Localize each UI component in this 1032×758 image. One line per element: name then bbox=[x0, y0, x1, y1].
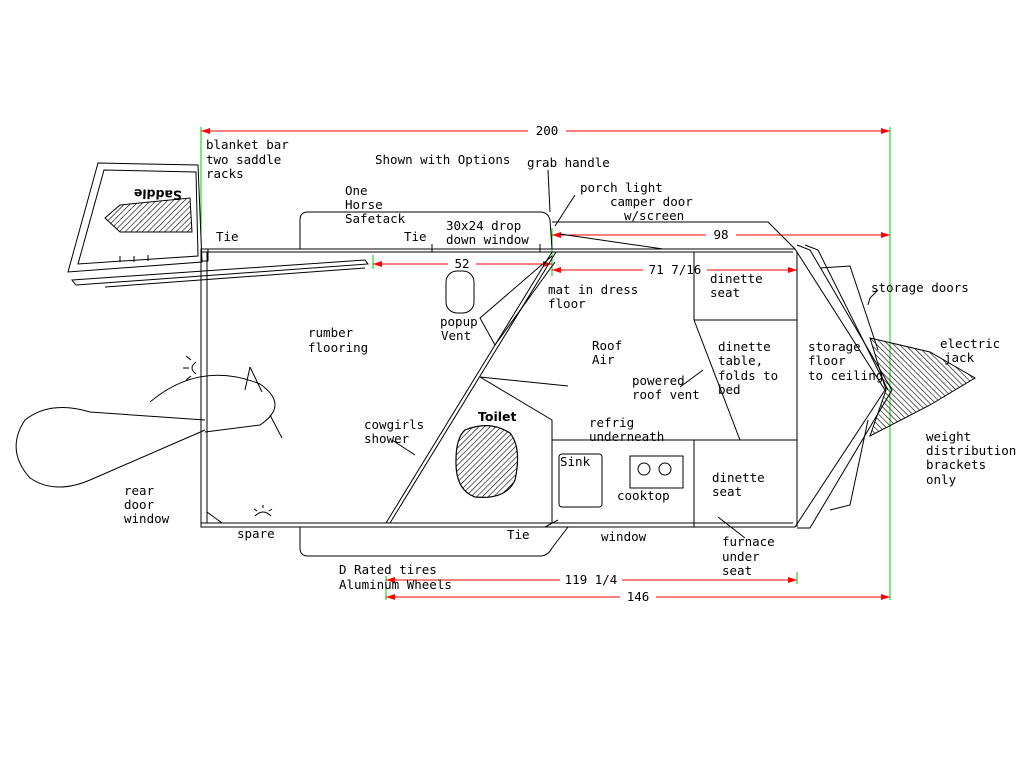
label-sink: Sink bbox=[560, 454, 591, 469]
label-popup-vent: popup Vent bbox=[440, 314, 485, 343]
label-storage-doors: storage doors bbox=[871, 280, 969, 295]
saddle-rack bbox=[67, 162, 203, 273]
dim-tack-section: 52 bbox=[454, 256, 469, 271]
toilet-icon bbox=[455, 425, 519, 498]
label-weight-distribution: weight distribution brackets only bbox=[926, 429, 1024, 487]
label-storage-floor: storage floor to ceiling bbox=[808, 339, 883, 383]
label-shown-with-options: Shown with Options bbox=[375, 152, 510, 167]
label-dinette-seat-top: dinette seat bbox=[710, 271, 770, 300]
label-cowgirls-shower: cowgirls shower bbox=[364, 417, 432, 446]
label-camper-door: camper door w/screen bbox=[610, 194, 700, 223]
dim-living-section: 71 7/16 bbox=[649, 262, 702, 277]
label-tie-bottom: Tie bbox=[507, 527, 530, 542]
label-tires: D Rated tires Aluminum Wheels bbox=[339, 562, 452, 592]
label-rear-door-window: rear door window bbox=[124, 483, 170, 526]
dim-front-section: 98 bbox=[713, 227, 728, 242]
shower-wall bbox=[385, 251, 553, 524]
labels: blanket bar two saddle racks Saddle Show… bbox=[124, 137, 1024, 592]
label-tie-top: Tie bbox=[404, 229, 427, 244]
label-powered-roof-vent: powered roof vent bbox=[632, 373, 700, 402]
spare-light-icon bbox=[253, 505, 273, 517]
leader-lines bbox=[391, 169, 879, 539]
dim-bottom-inner: 119 1/4 bbox=[565, 572, 618, 587]
label-saddle: Saddle bbox=[134, 186, 183, 203]
label-tie-left: Tie bbox=[216, 229, 239, 244]
dim-overall: 200 bbox=[536, 123, 559, 138]
sink-icon bbox=[558, 453, 603, 508]
dimension-lines: 200 98 52 71 7/16 119 1/4 146 bbox=[201, 123, 890, 604]
bathroom-wall bbox=[479, 376, 553, 523]
label-electric-jack: electric jack bbox=[940, 336, 1008, 365]
trailer-body bbox=[15, 162, 976, 557]
popup-vent-icon bbox=[445, 270, 475, 314]
trailer-outline bbox=[200, 248, 886, 528]
rear-light-icon bbox=[183, 355, 197, 381]
label-cooktop: cooktop bbox=[617, 488, 670, 503]
tack-bumpout-bottom bbox=[299, 526, 569, 557]
storage-door-top bbox=[819, 265, 879, 351]
label-furnace: furnace under seat bbox=[722, 534, 782, 578]
label-one-horse: One Horse Safetack bbox=[345, 183, 406, 226]
storage-door-bottom bbox=[829, 419, 869, 511]
label-dinette-table: dinette table, folds to bed bbox=[718, 339, 786, 397]
label-drop-window: 30x24 drop down window bbox=[446, 218, 529, 247]
rear-door-swing bbox=[15, 407, 206, 488]
label-porch-light: porch light bbox=[580, 180, 663, 195]
label-mat-in-dress: mat in dress floor bbox=[548, 282, 646, 311]
label-window: window bbox=[601, 529, 647, 544]
saddle-icon bbox=[104, 197, 193, 233]
label-blanket-bar: blanket bar two saddle racks bbox=[206, 137, 296, 181]
label-dinette-seat-bottom: dinette seat bbox=[712, 470, 772, 499]
cooktop-icon bbox=[629, 455, 684, 489]
label-refrig: refrig underneath bbox=[589, 415, 664, 444]
label-grab-handle: grab handle bbox=[527, 155, 610, 170]
electric-jack-icon bbox=[869, 337, 976, 438]
tack-bumpout-top bbox=[299, 211, 553, 250]
label-spare: spare bbox=[237, 526, 275, 541]
dim-bottom-overall: 146 bbox=[627, 589, 650, 604]
extension-lines bbox=[200, 127, 891, 600]
label-rumber-flooring: rumber flooring bbox=[308, 325, 368, 355]
label-toilet: Toilet bbox=[478, 409, 517, 424]
label-roof-air: Roof Air bbox=[592, 338, 630, 367]
blanket-bar bbox=[71, 259, 369, 286]
